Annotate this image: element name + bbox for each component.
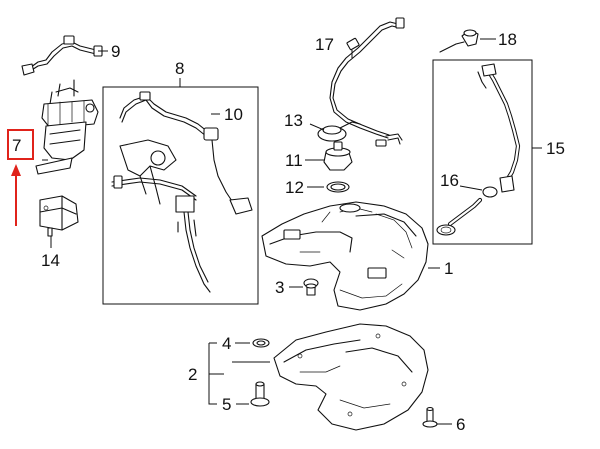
callout-16: 16 [440, 171, 459, 190]
callout-13: 13 [284, 111, 303, 130]
part-12-o-ring [326, 181, 350, 193]
part-11-rollover-valve [323, 141, 353, 171]
part-2-skid-plate [273, 323, 429, 431]
callout-18: 18 [498, 30, 517, 49]
highlight-arrow-head [11, 164, 21, 176]
callout-11: 11 [285, 151, 303, 170]
leader-lines [42, 38, 542, 425]
callout-9: 9 [111, 42, 120, 61]
part-15-filler-pipe [432, 59, 533, 245]
part-16-hose-and-clamp [436, 186, 498, 236]
part-17-vent-tube [329, 17, 405, 147]
part-5-bolt [250, 381, 270, 407]
callout-8: 8 [175, 59, 184, 78]
part-1-fuel-tank [261, 201, 429, 311]
callout-1: 1 [444, 259, 453, 278]
part-14-bracket [39, 195, 79, 237]
callout-3: 3 [275, 278, 284, 297]
part-3-bolt [303, 278, 319, 296]
callout-7: 7 [12, 136, 21, 155]
callout-5: 5 [222, 395, 231, 414]
callout-14: 14 [41, 251, 60, 270]
callout-4: 4 [222, 334, 231, 353]
callout-12: 12 [285, 178, 304, 197]
part-9-wiring-harness [21, 35, 103, 76]
callout-10: 10 [224, 105, 243, 124]
highlight-marker [7, 129, 34, 226]
callout-15: 15 [546, 139, 565, 158]
highlight-box [7, 129, 34, 160]
callout-17: 17 [315, 35, 334, 54]
callout-6: 6 [456, 415, 465, 434]
part-7-fuel-pump-module [35, 79, 99, 175]
callout-labels: 9 8 10 17 18 13 11 12 15 16 7 14 1 3 4 2… [12, 30, 565, 434]
part-4-washer [252, 338, 270, 348]
callout-2: 2 [188, 365, 197, 384]
part-6-bolt [422, 406, 438, 428]
part-13-valve [317, 121, 361, 142]
part-18-cap [439, 29, 479, 53]
